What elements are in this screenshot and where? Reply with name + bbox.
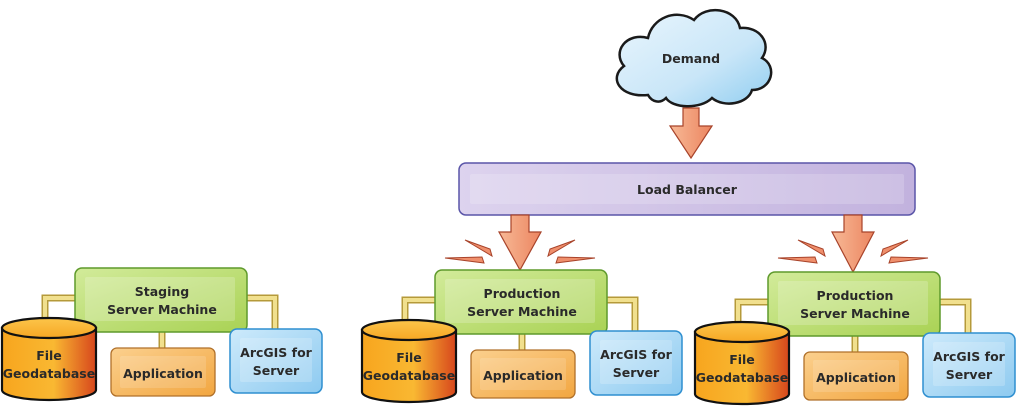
- demand-label: Demand: [662, 51, 720, 66]
- arcgis-label-line2: Server: [613, 365, 660, 380]
- burst-ray-icon: [547, 239, 576, 258]
- arcgis-label-line1: ArcGIS for: [933, 349, 1006, 364]
- server-label-line1: Production: [484, 286, 561, 301]
- down-arrow-icon: [668, 107, 714, 160]
- database-icon: [693, 330, 791, 406]
- down-arrow-icon: [831, 214, 875, 274]
- server-label-line1: Staging: [135, 284, 190, 299]
- server-label-line2: Server Machine: [467, 304, 577, 319]
- geodatabase-label-line2: Geodatabase: [363, 368, 455, 383]
- burst-ray-icon: [444, 256, 485, 264]
- load-balancer-label: Load Balancer: [637, 182, 738, 197]
- arcgis-label-line2: Server: [946, 367, 993, 382]
- server-label-line2: Server Machine: [800, 306, 910, 321]
- application-label: Application: [483, 368, 563, 383]
- application-box: Application: [110, 347, 216, 397]
- application-box: Application: [470, 349, 576, 399]
- application-label: Application: [123, 366, 203, 381]
- burst-ray-icon: [555, 256, 596, 264]
- demand-cloud: Demand: [615, 8, 773, 108]
- geodatabase-label-line1: File: [36, 348, 62, 363]
- database-icon: [0, 326, 98, 402]
- burst-ray-icon: [464, 239, 493, 258]
- geodatabase-label-line2: Geodatabase: [696, 370, 788, 385]
- cloud-icon: [615, 8, 773, 108]
- database-icon: [360, 328, 458, 404]
- burst-ray-icon: [880, 239, 909, 258]
- server-label-line2: Server Machine: [107, 302, 217, 317]
- geodatabase-label-line1: File: [729, 352, 755, 367]
- arcgis-label-line1: ArcGIS for: [240, 345, 313, 360]
- application-label: Application: [816, 370, 896, 385]
- application-box: Application: [803, 351, 909, 401]
- burst-ray-icon: [797, 239, 826, 258]
- server-label-line1: Production: [817, 288, 894, 303]
- geodatabase-label-line1: File: [396, 350, 422, 365]
- load-balancer: Load Balancer: [458, 162, 916, 216]
- down-arrow-icon: [497, 214, 543, 272]
- arcgis-label-line1: ArcGIS for: [600, 347, 673, 362]
- geodatabase-label-line2: Geodatabase: [3, 366, 95, 381]
- burst-ray-icon: [888, 256, 929, 264]
- arcgis-label-line2: Server: [253, 363, 300, 378]
- burst-ray-icon: [777, 256, 818, 264]
